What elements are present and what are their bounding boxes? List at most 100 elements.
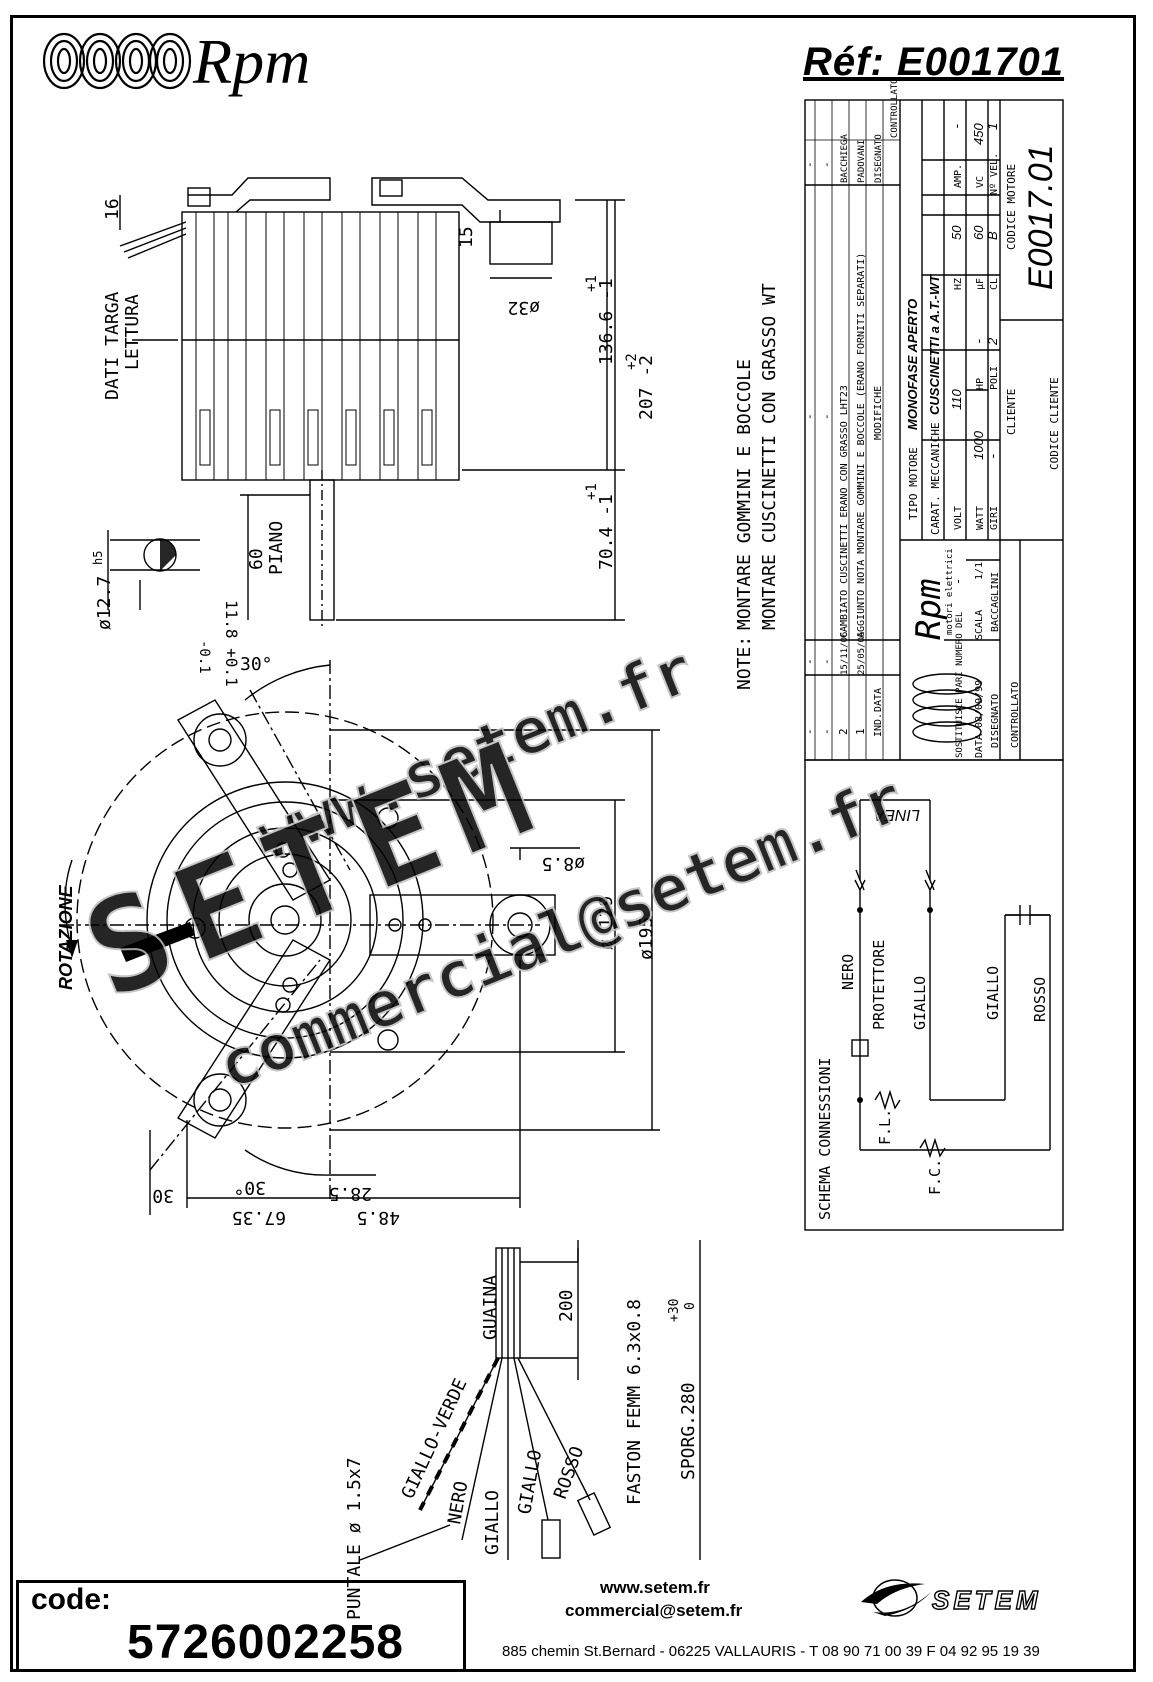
brand-name: Rpm	[193, 26, 311, 97]
cable-200: 200	[556, 1289, 577, 1322]
code-label: code:	[31, 1583, 112, 1616]
hdr-ind: IND.	[873, 713, 884, 737]
hdr-controllato: CONTROLLATO	[890, 78, 900, 138]
plate-label-2: LETTURA	[122, 294, 143, 370]
block-logo-sub: motori elettrici	[945, 548, 955, 635]
watt-label: WATT	[975, 506, 986, 530]
data-value: 08/09/99	[974, 680, 985, 728]
volt-value: 110	[949, 389, 964, 410]
company-address: 885 chemin St.Bernard - 06225 VALLAURIS …	[502, 1643, 1040, 1660]
wire-rosso: ROSSO	[550, 1444, 588, 1502]
schema-protettore: PROTETTORE	[870, 940, 888, 1030]
schema-fl: F.L.	[876, 1109, 894, 1145]
dim-195: ø195	[636, 917, 657, 960]
dim-28-5: 28.5	[329, 1183, 372, 1204]
hp-label: HP	[975, 378, 986, 390]
mech-value: CUSCINETTI a A.T.-WT	[927, 274, 942, 415]
uf-label: µF	[975, 278, 986, 290]
sporg-label: SPORG.280	[678, 1382, 699, 1480]
vc-value: 450	[971, 123, 986, 145]
schema-linea: LINEA	[874, 806, 920, 823]
rev-row-1-n: -	[803, 728, 816, 735]
rev-row-3-signed: BACCHIEGA	[840, 134, 850, 183]
schema-giallo: GIALLO	[911, 976, 929, 1030]
rev-row-2-signed: -	[820, 161, 833, 168]
giri-label: GIRI	[989, 506, 1000, 530]
codice-motore-label: CODICE MOTORE	[1005, 164, 1018, 250]
rev-row-1-desc: -	[803, 413, 816, 420]
hdr-disegnato: DISEGNATO	[874, 134, 884, 183]
schema-rosso: ROSSO	[1031, 977, 1049, 1022]
poli-value: 2	[985, 337, 1000, 346]
setem-logo-icon	[861, 1579, 931, 1617]
rev-row-3-date: 15/11/06	[840, 632, 850, 675]
cl-label: CL.	[989, 272, 1000, 290]
vc-label: VC	[975, 176, 986, 188]
shaft-diameter: ø12.7	[94, 576, 115, 630]
rotation-label: ROTAZIONE	[56, 884, 76, 990]
note-2: MONTARE CUSCINETTI CON GRASSO WT	[759, 283, 780, 630]
note-label: NOTE:	[734, 636, 755, 690]
rev-row-4-n: 1	[854, 728, 867, 735]
disegnato-value: BACCAGLINI	[990, 572, 1001, 632]
email-link[interactable]: commercial@setem.fr	[565, 1601, 743, 1620]
hole-dia: ø8.5	[542, 853, 585, 874]
mech-label: CARAT. MECCANICHE	[929, 422, 942, 535]
rev-row-2-date: -	[820, 658, 833, 665]
dim-15: 15	[456, 226, 477, 248]
shaft-tolerance: h5	[91, 551, 105, 565]
dim-67-35: 67.35	[232, 1207, 286, 1228]
rev-row-4-date: 25/05/06	[857, 632, 867, 675]
poli-label: POLI	[989, 366, 1000, 390]
schema-giallo-2: GIALLO	[984, 966, 1002, 1020]
dim-129: ø 129	[596, 896, 617, 950]
uf-value: 60	[971, 225, 986, 240]
wire-nero: NERO	[444, 1480, 472, 1526]
disegnato-label: DISEGNATO	[990, 694, 1001, 748]
dim-70-tol: +1	[584, 483, 600, 500]
setem-company-name: SETEM	[931, 1584, 1042, 1615]
code-value: 5726002258	[127, 1616, 404, 1669]
rpm-logo-icon	[42, 32, 192, 90]
cable-guaina: GUAINA	[480, 1275, 501, 1340]
dim-136: 136.6 -1	[596, 278, 617, 365]
vel-label: Nº VEL.	[989, 153, 1000, 195]
schema-title: SCHEMA CONNESSIONI	[816, 1057, 834, 1220]
giri-value: -	[986, 452, 1001, 460]
sporg-tol: +30	[667, 1299, 682, 1322]
dim-136-tol: +1	[584, 275, 600, 292]
cliente-label: CLIENTE	[1005, 389, 1018, 435]
dim-207-tol: +2	[624, 353, 640, 370]
sporg-tol-2: 0	[683, 1302, 698, 1310]
motor-type-label: TIPO MOTORE	[907, 447, 920, 520]
schema-fc: F.C.	[926, 1159, 944, 1195]
wire-giallo: GIALLO	[482, 1490, 503, 1555]
dim-48-5: 48.5	[357, 1207, 400, 1228]
motor-type: MONOFASE APERTO	[905, 299, 920, 430]
flat-dim: 11.8 +0.1	[222, 600, 241, 687]
website-link[interactable]: www.setem.fr	[600, 1578, 710, 1597]
sostituisce-label: SOSTITUISCE PARI NUMERO DEL	[955, 612, 965, 758]
dim-207: 207 -2	[636, 355, 657, 420]
rev-row-2-n: -	[820, 728, 833, 735]
rev-row-2-desc: -	[820, 413, 833, 420]
hdr-data: DATA	[873, 688, 884, 712]
rev-row-3-n: 2	[837, 728, 850, 735]
data-label: DATA	[974, 734, 985, 758]
dim-30: 30	[152, 1185, 174, 1206]
sostituisce-value: -	[951, 578, 965, 585]
dim-16: 16	[102, 198, 123, 220]
piano-label: PIANO	[266, 521, 287, 575]
note-1: MONTARE GOMMINI E BOCCOLE	[734, 359, 755, 630]
hz-label: HZ	[953, 278, 964, 290]
volt-label: VOLT	[953, 506, 964, 530]
codice-cliente-label: CODICE CLIENTE	[1048, 377, 1061, 470]
plate-label: DATI TARGA	[102, 291, 123, 400]
rev-row-1-signed: -	[803, 161, 816, 168]
puntale-label: PUNTALE ø 1.5x7	[344, 1457, 365, 1620]
rev-row-4-desc: AGGIUNTO NOTA MONTARE GOMMINI E BOCCOLE …	[856, 253, 867, 638]
faston-label: FASTON FEMM 6.3x0.8	[624, 1299, 645, 1505]
dim-70: 70.4 -1	[596, 494, 617, 570]
reference-number: Réf: E001701	[803, 40, 1065, 84]
